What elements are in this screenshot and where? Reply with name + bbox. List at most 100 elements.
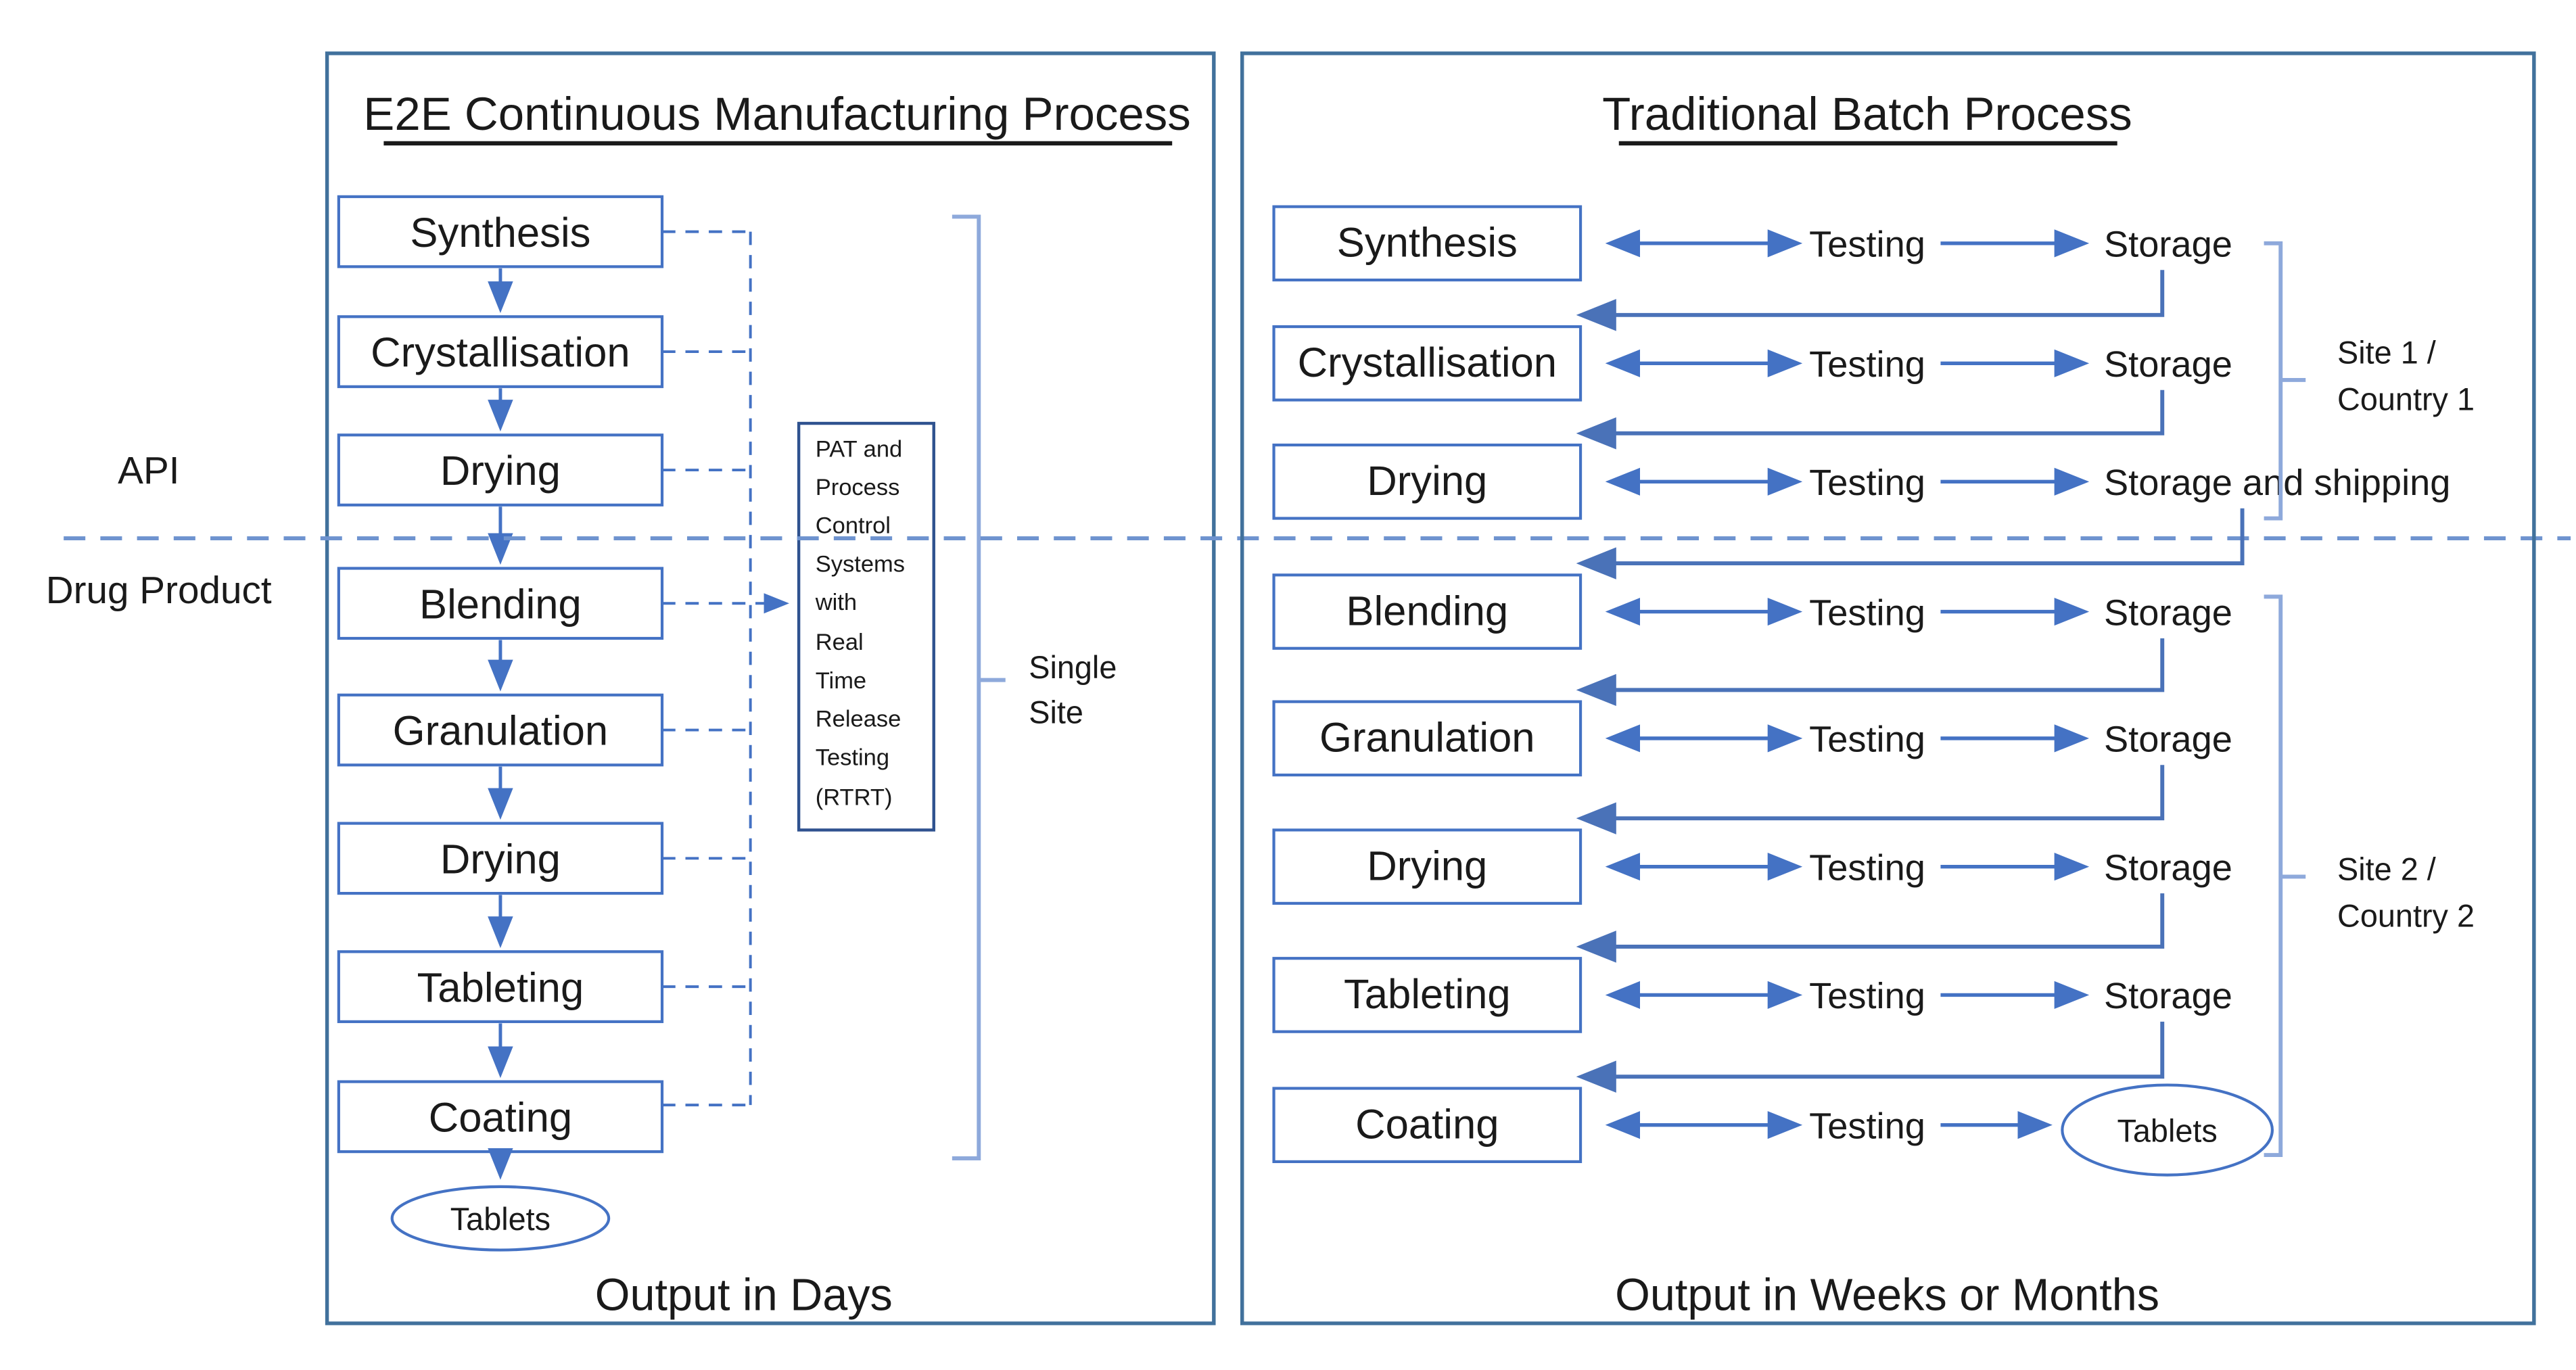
pat-line: Control xyxy=(816,513,891,539)
step-box xyxy=(1272,325,1583,402)
pat-box-border xyxy=(797,421,935,832)
single-site-bracket xyxy=(952,214,981,1160)
testing-label: Testing xyxy=(1809,719,1925,760)
pat-line: with xyxy=(815,590,857,615)
left-step-tableting: Tableting xyxy=(337,950,664,1023)
step-box xyxy=(337,567,664,640)
pat-line: Systems xyxy=(816,551,905,577)
left-panel-border xyxy=(325,51,1216,1325)
right-panel-border xyxy=(1240,51,2536,1325)
testing-label: Testing xyxy=(1809,592,1925,633)
pat-line: Testing xyxy=(816,745,889,770)
return-arrow xyxy=(1576,765,2165,834)
return-arrow xyxy=(1576,270,2165,331)
step-label: Synthesis xyxy=(410,210,590,256)
testing-label: Testing xyxy=(1809,344,1925,385)
pat-line: Real xyxy=(816,630,864,655)
storage-label: Storage xyxy=(2104,225,2232,265)
return-arrow-cross-site xyxy=(1576,508,2245,580)
step-label: Crystallisation xyxy=(371,329,630,376)
pat-line: Time xyxy=(816,668,866,694)
storage-label: Storage xyxy=(2104,592,2232,633)
api-drug-divider: API Drug Product xyxy=(46,450,2571,612)
step-box xyxy=(1272,573,1583,650)
batch-row-tableting: Tableting Testing Storage xyxy=(1272,957,2232,1093)
site1-label-line2: Country 1 xyxy=(2337,381,2475,417)
batch-row-synthesis: Synthesis Testing Storage xyxy=(1272,205,2232,331)
tablets-label-right: Tablets xyxy=(2117,1113,2217,1148)
pat-line: Release xyxy=(816,707,901,732)
step-label: Drying xyxy=(440,448,561,494)
site1-label-line1: Site 1 / xyxy=(2337,335,2436,370)
batch-row-crystallisation: Crystallisation Testing Storage xyxy=(1272,325,2232,450)
step-label: Granulation xyxy=(1319,715,1535,761)
site2-label-line2: Country 2 xyxy=(2337,898,2475,933)
batch-row-drying-2: Drying Testing Storage xyxy=(1272,828,2232,963)
step-label: Drying xyxy=(440,836,561,883)
return-arrow xyxy=(1576,638,2165,707)
pat-line: (RTRT) xyxy=(816,784,893,810)
step-label: Granulation xyxy=(393,708,609,755)
pat-line: PAT and xyxy=(816,436,903,462)
testing-label: Testing xyxy=(1809,225,1925,265)
step-box xyxy=(1272,205,1583,282)
step-label: Tableting xyxy=(417,964,584,1011)
step-box xyxy=(1272,443,1583,520)
step-box xyxy=(337,1080,664,1154)
api-label: API xyxy=(118,450,179,492)
drug-product-label: Drug Product xyxy=(46,569,272,612)
return-arrow xyxy=(1576,389,2165,450)
left-panel-title: E2E Continuous Manufacturing Process xyxy=(363,88,1191,140)
left-step-crystallisation: Crystallisation xyxy=(337,315,664,388)
step-label: Drying xyxy=(1367,843,1487,889)
site2-bracket xyxy=(2264,594,2283,1158)
return-arrow xyxy=(1576,1021,2165,1093)
batch-row-blending: Blending Testing Storage xyxy=(1272,573,2232,707)
step-label: Blending xyxy=(419,581,582,628)
step-box xyxy=(337,950,664,1023)
tablets-label-left: Tablets xyxy=(450,1202,551,1237)
step-label: Crystallisation xyxy=(1298,339,1557,386)
testing-label: Testing xyxy=(1809,976,1925,1016)
tablets-ellipse-right xyxy=(2061,1083,2274,1177)
step-label: Tableting xyxy=(1344,971,1511,1018)
step-label: Drying xyxy=(1367,458,1487,504)
tablets-ellipse-left xyxy=(390,1185,611,1252)
batch-row-granulation: Granulation Testing Storage xyxy=(1272,700,2232,834)
step-label: Coating xyxy=(1355,1101,1499,1148)
step-box xyxy=(1272,828,1583,905)
step-box xyxy=(1272,700,1583,777)
return-arrow xyxy=(1576,893,2165,963)
left-output-label: Output in Days xyxy=(595,1270,893,1320)
site2-label-line1: Site 2 / xyxy=(2337,851,2436,887)
right-panel: Traditional Batch Process Synthesis Test… xyxy=(1240,51,2536,1325)
right-panel-title: Traditional Batch Process xyxy=(1602,88,2132,140)
batch-row-drying-1: Drying Testing Storage and shipping xyxy=(1272,443,2450,580)
storage-label: Storage xyxy=(2104,976,2232,1016)
storage-shipping-label: Storage and shipping xyxy=(2104,463,2450,503)
step-box xyxy=(337,195,664,268)
left-step-coating: Coating xyxy=(337,1080,664,1154)
testing-label: Testing xyxy=(1809,1106,1925,1146)
single-site-label-line1: Single xyxy=(1029,650,1117,685)
single-site-label-line2: Site xyxy=(1029,695,1083,730)
left-step-drying-1: Drying xyxy=(337,433,664,506)
step-label: Synthesis xyxy=(1337,220,1518,266)
left-step-drying-2: Drying xyxy=(337,822,664,895)
left-step-granulation: Granulation xyxy=(337,693,664,767)
batch-row-coating: Coating Testing Tablets xyxy=(1272,1083,2274,1177)
left-step-synthesis: Synthesis xyxy=(337,195,664,268)
right-output-label: Output in Weeks or Months xyxy=(1615,1270,2159,1320)
storage-label: Storage xyxy=(2104,344,2232,385)
left-panel: E2E Continuous Manufacturing Process Syn… xyxy=(325,51,1216,1325)
pat-rtrt-box: PAT and Process Control Systems with Rea… xyxy=(797,421,935,832)
pat-line: Process xyxy=(816,475,900,500)
step-box xyxy=(1272,957,1583,1033)
step-box xyxy=(337,822,664,895)
step-box xyxy=(1272,1087,1583,1164)
step-label: Blending xyxy=(1346,588,1508,634)
left-step-blending: Blending xyxy=(337,567,664,640)
testing-label: Testing xyxy=(1809,847,1925,888)
